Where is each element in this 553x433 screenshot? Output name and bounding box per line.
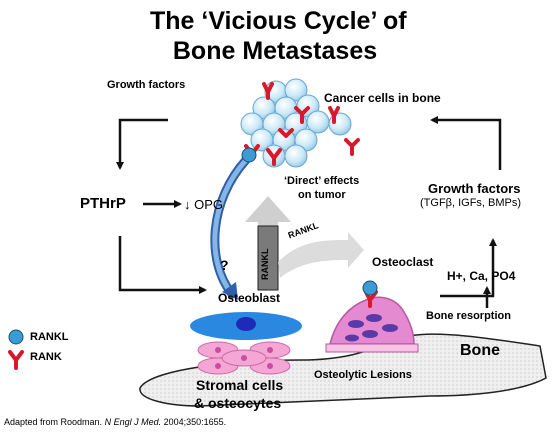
right-cycle-arrows xyxy=(430,116,502,308)
osteolytic-lesions-label: Osteolytic Lesions xyxy=(314,369,412,381)
citation-prefix: Adapted from Roodman. xyxy=(4,417,105,427)
legend-rankl-label: RANKL xyxy=(30,331,69,343)
rank-receptors xyxy=(262,82,360,166)
rankl-bar xyxy=(257,225,279,291)
bone-label: Bone xyxy=(460,342,500,359)
pthrp-label: PTHrP xyxy=(80,195,126,212)
direct-effects-line-1: ‘Direct’ effects xyxy=(284,175,360,187)
rankl-bar-label: RANKL xyxy=(260,248,270,281)
bone-resorption-label: Bone resorption xyxy=(426,310,511,322)
question-mark: ? xyxy=(220,257,229,273)
cancer-cell-cluster xyxy=(240,78,352,168)
rankl-circle-icon xyxy=(8,329,24,345)
direct-effects-line-2: on tumor xyxy=(298,189,346,201)
growth-factors-right-label: Growth factors xyxy=(428,181,521,196)
ion-label: H+, Ca, PO4 xyxy=(447,269,516,283)
growth-factors-detail: (TGFβ, IGFs, BMPs) xyxy=(420,197,522,209)
osteoblast-label: Osteoblast xyxy=(218,291,281,305)
stromal-cells-label-1: Stromal cells xyxy=(196,377,284,393)
citation-suffix: 2004;350:1655. xyxy=(161,417,227,427)
rank-receptor-icon xyxy=(8,350,24,370)
title-line-1: The ‘Vicious Cycle’ of xyxy=(150,7,407,35)
left-cycle-arrows xyxy=(116,118,207,294)
osteoclast-label: Osteoclast xyxy=(372,255,434,269)
growth-factors-left-label: Growth factors xyxy=(107,79,186,91)
legend-graphics xyxy=(8,329,24,370)
cancer-rankl-binding xyxy=(241,144,260,163)
osteoclast-cell xyxy=(325,280,419,353)
osteoblast-nucleus xyxy=(236,317,256,331)
stromal-cells-label-2: & osteocytes xyxy=(194,395,282,411)
rankl-migration-arrowhead xyxy=(222,282,238,300)
opg-label: ↓ OPG xyxy=(184,197,224,212)
title-line-2: Bone Metastases xyxy=(172,37,378,65)
citation-journal: N Engl J Med. xyxy=(104,417,162,427)
cancer-cells-label: Cancer cells in bone xyxy=(324,91,441,105)
citation: Adapted from Roodman. N Engl J Med. 2004… xyxy=(4,418,226,427)
rankl-to-osteoclast-arrow xyxy=(278,232,364,278)
legend-rank-label: RANK xyxy=(30,351,62,363)
